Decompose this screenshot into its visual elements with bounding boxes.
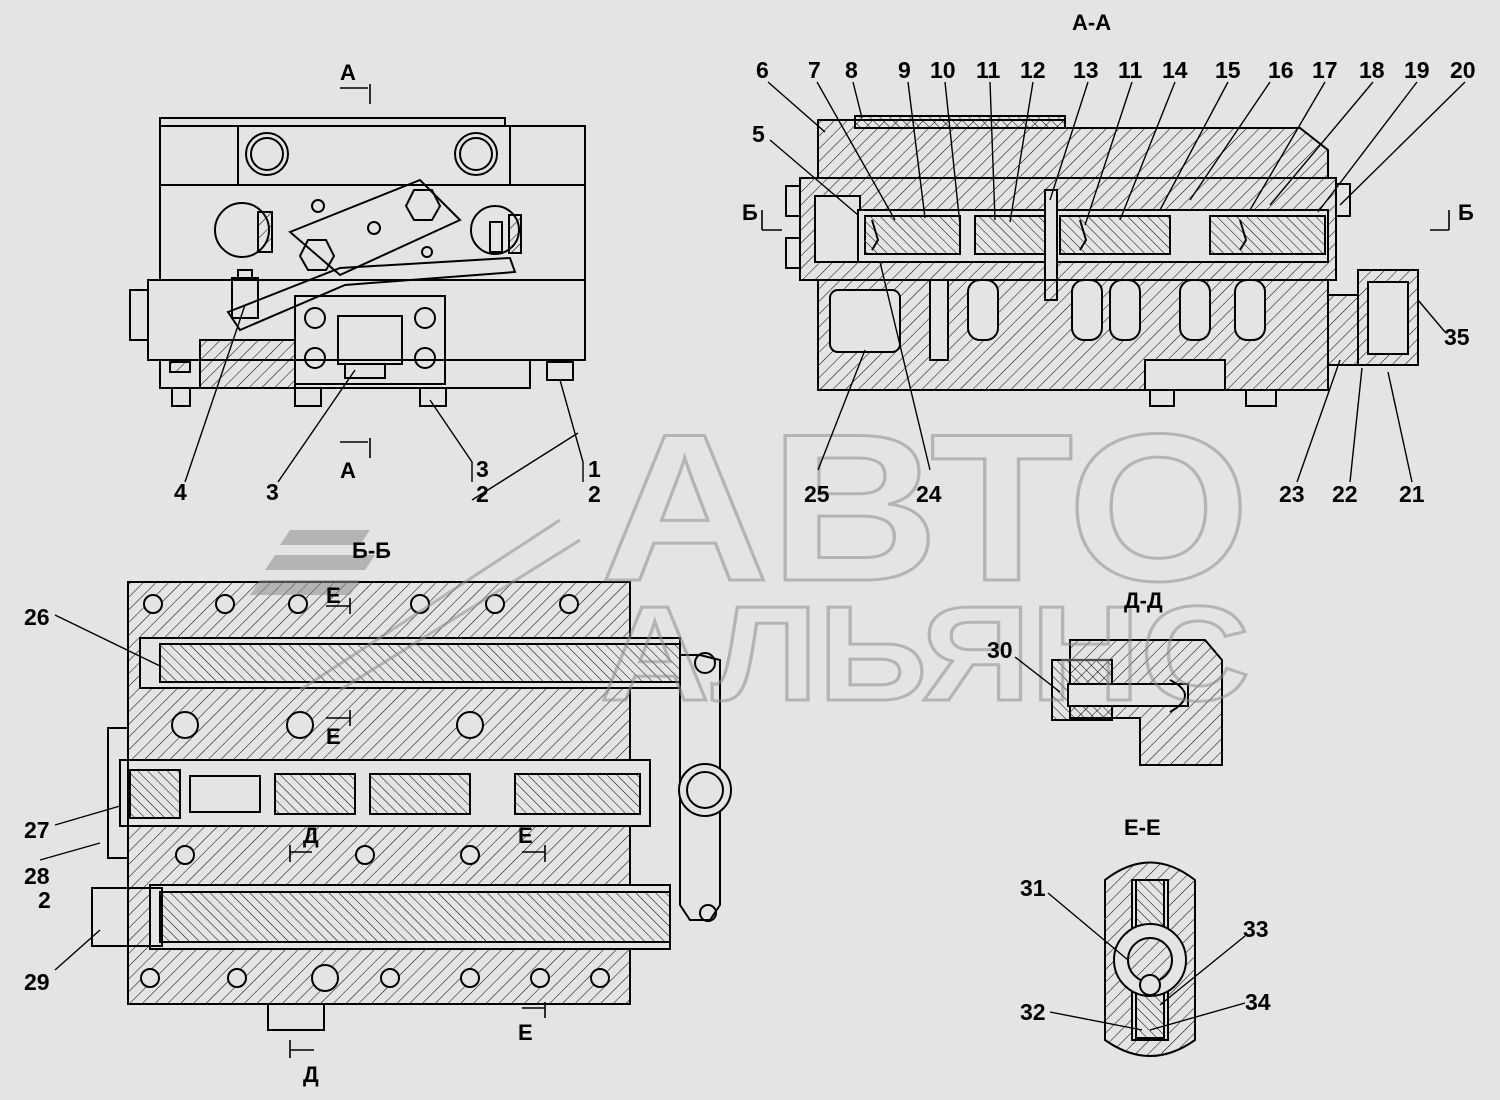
section-arrows [289, 84, 1450, 1058]
cut-letter-b-right: Б [1458, 200, 1474, 225]
front-view [129, 117, 586, 407]
watermark-line1: АВТО [600, 390, 1250, 625]
callout-34: 34 [1245, 989, 1271, 1015]
cut-letter-a-top: А [340, 60, 356, 85]
callout-5: 5 [752, 121, 765, 147]
callout-30: 30 [987, 637, 1013, 663]
callout-2-c: 2 [38, 887, 51, 913]
callout-8: 8 [845, 57, 858, 83]
callout-31: 31 [1020, 875, 1046, 901]
callout-24: 24 [916, 481, 942, 507]
section-title-e-e: Е-Е [1124, 815, 1161, 840]
callout-32: 32 [1020, 999, 1046, 1025]
callout-22: 22 [1332, 481, 1358, 507]
cut-letter-e-4: Е [518, 1020, 533, 1045]
callout-35: 35 [1444, 324, 1470, 350]
cut-letter-d-2: Д [303, 1062, 319, 1087]
callout-10: 10 [930, 57, 956, 83]
callout-2-a: 2 [588, 481, 601, 507]
callout-25: 25 [804, 481, 830, 507]
callout-26: 26 [24, 604, 50, 630]
callout-12: 12 [1020, 57, 1046, 83]
callout-28: 28 [24, 863, 50, 889]
cut-letter-e-2: Е [326, 724, 341, 749]
callout-33: 33 [1243, 916, 1269, 942]
section-d-d [1051, 639, 1223, 766]
callout-13: 13 [1073, 57, 1099, 83]
callout-17: 17 [1312, 57, 1338, 83]
callout-18: 18 [1359, 57, 1385, 83]
leader-lines [39, 81, 1466, 1031]
callout-3-b: 3 [266, 479, 279, 505]
callout-15: 15 [1215, 57, 1241, 83]
section-a-a [785, 115, 1419, 407]
callout-7: 7 [808, 57, 821, 83]
section-labels: А-А Б-Б Д-Д Е-Е А А Б Б Е Е Е Е Д Д [303, 10, 1474, 1087]
callout-23: 23 [1279, 481, 1305, 507]
callout-1: 1 [588, 456, 601, 482]
callout-29: 29 [24, 969, 50, 995]
section-title-d-d: Д-Д [1124, 588, 1163, 613]
cut-letter-d-1: Д [303, 823, 319, 848]
cut-letter-e-3: Е [518, 823, 533, 848]
callout-9: 9 [898, 57, 911, 83]
callout-2-b: 2 [476, 481, 489, 507]
section-b-b [91, 581, 732, 1031]
callout-20: 20 [1450, 57, 1476, 83]
callout-3-a: 3 [476, 456, 489, 482]
section-title-b-b: Б-Б [352, 538, 391, 563]
watermark: АВТО АЛЬЯНС [250, 389, 1252, 731]
section-title-a-a: А-А [1072, 10, 1111, 35]
cut-letter-a-bottom: А [340, 458, 356, 483]
callout-27: 27 [24, 817, 50, 843]
callout-numbers: 1 2 3 2 3 4 5 6 7 8 9 10 11 12 13 11 14 … [24, 57, 1476, 1025]
callout-21: 21 [1399, 481, 1425, 507]
callout-4: 4 [174, 479, 187, 505]
section-e-e [1104, 861, 1196, 1057]
callout-11-b: 11 [1118, 57, 1143, 83]
callout-19: 19 [1404, 57, 1430, 83]
callout-14: 14 [1162, 57, 1188, 83]
callout-16: 16 [1268, 57, 1294, 83]
callout-11-a: 11 [976, 57, 1001, 83]
callout-6: 6 [756, 57, 769, 83]
watermark-line2: АЛЬЯНС [600, 578, 1250, 729]
cut-letter-b-left: Б [742, 200, 758, 225]
cut-letter-e-1: Е [326, 583, 341, 608]
